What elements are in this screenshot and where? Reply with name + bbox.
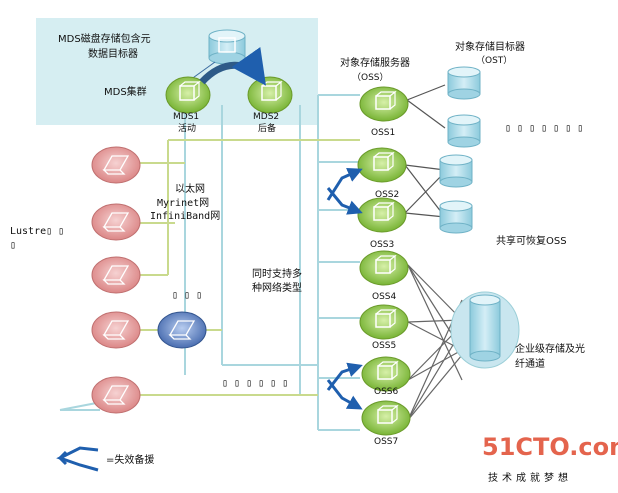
oss5-label: OSS5 bbox=[372, 341, 396, 351]
watermark-slogan: 技术成就梦想 bbox=[488, 471, 572, 484]
enterprise-storage-label-line1: 企业级存储及光 bbox=[515, 342, 585, 355]
oss4-server-icon bbox=[359, 250, 409, 286]
mds-failover-arrow bbox=[199, 47, 267, 86]
lustre-clients-label-line1: Lustre▯ ▯ bbox=[10, 226, 64, 237]
client-laptop-icon bbox=[91, 256, 141, 294]
oss-ost-links bbox=[404, 84, 446, 218]
ost-disk-icon bbox=[439, 154, 473, 188]
multi-network-label-line2: 种网络类型 bbox=[252, 281, 302, 294]
client-laptop-icon bbox=[91, 311, 141, 349]
ost-title-line1: 对象存储目标器 bbox=[455, 40, 525, 53]
garbled-label-right: ▯ ▯ ▯ ▯ ▯ ▯ ▯ bbox=[505, 123, 583, 134]
mds-panel-title-line1: MDS磁盘存储包含元 bbox=[58, 32, 151, 45]
oss3-server-icon bbox=[357, 197, 407, 233]
watermark-brand: 51CTO.com bbox=[482, 433, 618, 461]
mds2-state: 后备 bbox=[258, 122, 276, 134]
network-ethernet-label: 以太网 bbox=[175, 182, 205, 195]
mds1-name: MDS1 bbox=[173, 112, 199, 122]
client-laptop-icon bbox=[91, 376, 141, 414]
ost-disk-icon bbox=[439, 200, 473, 234]
oss2-label: OSS2 bbox=[375, 190, 399, 200]
legend-failover-label: =失效备援 bbox=[106, 453, 154, 466]
oss6-server-icon bbox=[361, 356, 411, 392]
oss-title-line2: （OSS） bbox=[352, 72, 389, 83]
oss4-label: OSS4 bbox=[372, 292, 397, 302]
network-infiniband-label: InfiniBand网 bbox=[150, 210, 220, 222]
ost-disk-icon bbox=[447, 66, 481, 100]
oss6-label: OSS6 bbox=[374, 387, 399, 397]
oss7-label: OSS7 bbox=[374, 437, 398, 447]
mds-cluster-label: MDS集群 bbox=[104, 85, 147, 98]
oss1-server-icon bbox=[359, 86, 409, 122]
mds-metadata-disk-icon bbox=[208, 29, 246, 65]
mds2-server-icon bbox=[247, 76, 293, 114]
garbled-label-mid: ▯ ▯ ▯ bbox=[172, 290, 202, 301]
mds1-server-icon bbox=[165, 76, 211, 114]
oss3-label: OSS3 bbox=[370, 240, 394, 250]
multi-network-label-line1: 同时支持多 bbox=[252, 267, 302, 280]
client-links bbox=[140, 139, 360, 396]
mds-panel-title-line2: 数据目标器 bbox=[88, 47, 138, 60]
oss7-server-icon bbox=[361, 400, 411, 436]
oss1-label: OSS1 bbox=[371, 128, 395, 138]
mds1-state: 活动 bbox=[178, 122, 196, 134]
client-laptop-icon bbox=[91, 146, 141, 184]
client-laptop-icon bbox=[91, 203, 141, 241]
ost-disk-icon bbox=[447, 114, 481, 148]
oss-title-line1: 对象存储服务器 bbox=[340, 56, 410, 69]
garbled-label-bottom: ▯ ▯ ▯ ▯ ▯ ▯ bbox=[222, 378, 288, 389]
enterprise-storage-label-line2: 纤通道 bbox=[515, 357, 545, 370]
enterprise-storage-icon bbox=[450, 291, 520, 369]
oss-failover-arrows bbox=[326, 168, 363, 410]
router-laptop-icon bbox=[157, 311, 207, 349]
oss2-server-icon bbox=[357, 147, 407, 183]
oss5-server-icon bbox=[359, 304, 409, 340]
mds2-name: MDS2 bbox=[253, 112, 279, 122]
network-myrinet-label: Myrinet网 bbox=[157, 197, 209, 209]
legend-failover-arrow-icon bbox=[56, 446, 99, 472]
ost-title-line2: （OST） bbox=[476, 55, 512, 66]
lustre-clients-label-line2: ▯ bbox=[10, 240, 16, 251]
shared-failover-oss-label: 共享可恢复OSS bbox=[496, 234, 567, 247]
